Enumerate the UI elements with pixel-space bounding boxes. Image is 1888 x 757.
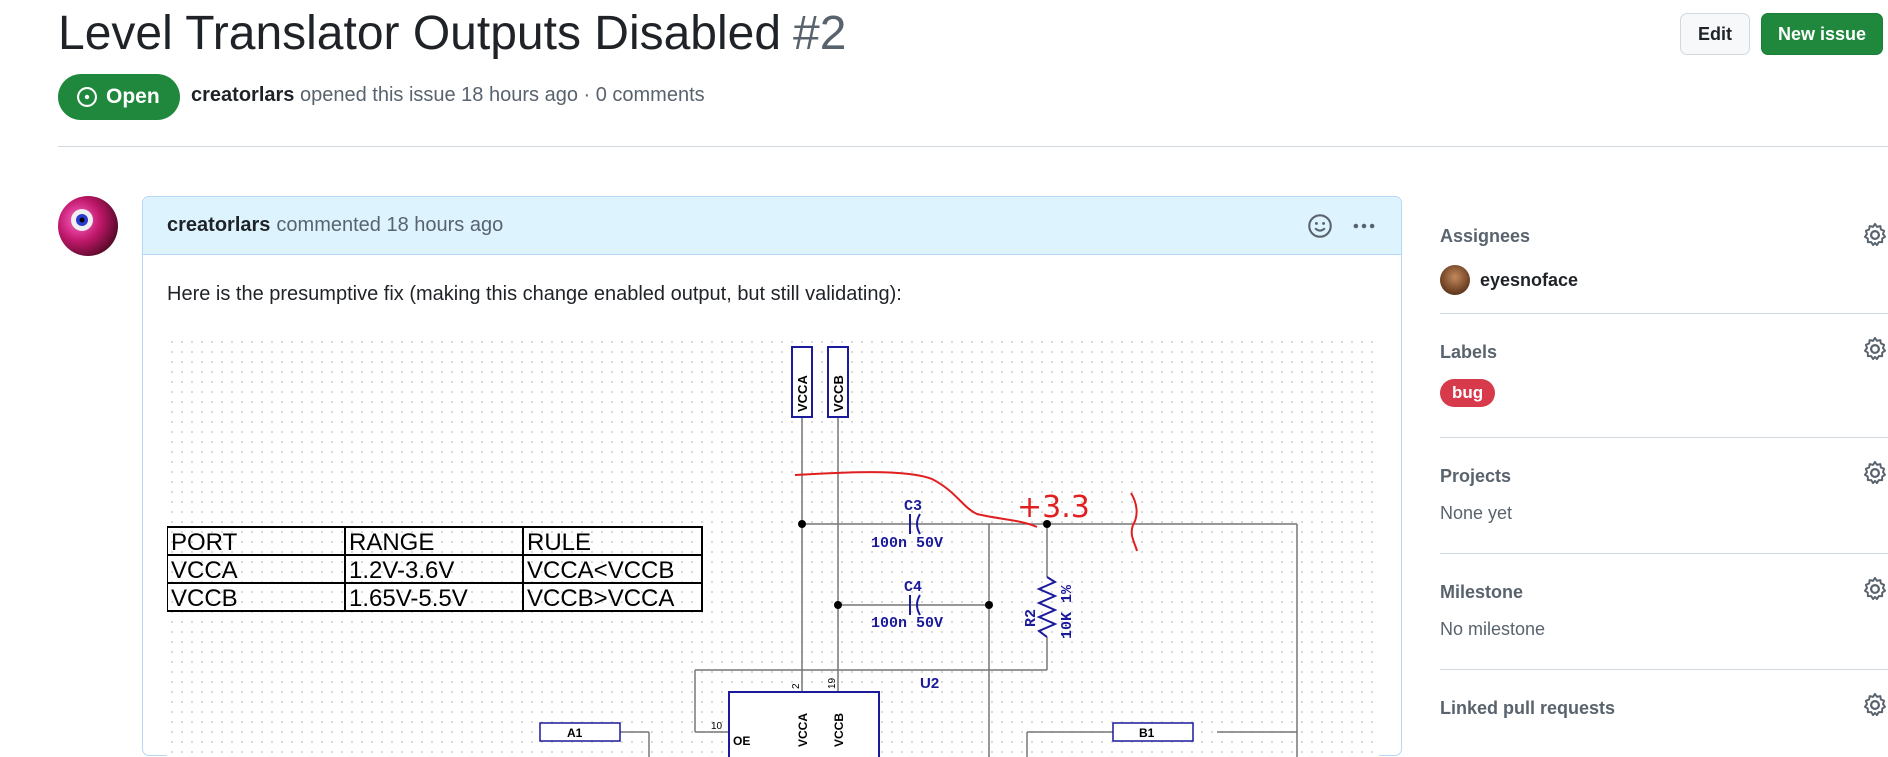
comment-header: creatorlars commented 18 hours ago <box>143 197 1401 255</box>
capacitor-symbols <box>909 513 921 616</box>
table-cell: 1.65V-5.5V <box>349 585 468 612</box>
b1-label: B1 <box>1139 726 1155 740</box>
vccb-port-label: VCCB <box>831 375 846 412</box>
resistor-r2 <box>1036 576 1058 638</box>
a1-label: A1 <box>567 726 583 740</box>
assignee-name: eyesnoface <box>1480 269 1579 290</box>
comment-author-link[interactable]: creatorlars <box>167 214 271 236</box>
projects-title: Projects <box>1440 466 1512 486</box>
vcca-port-label: VCCA <box>795 375 810 412</box>
assignee-avatar <box>1440 265 1470 295</box>
comment-body: Here is the presumptive fix (making this… <box>167 283 902 305</box>
c4-name: C4 <box>904 579 922 596</box>
projects-value: None yet <box>1440 503 1513 523</box>
table-cell: VCCB <box>171 585 238 612</box>
edit-button[interactable]: Edit <box>1680 13 1750 55</box>
comment-timestamp[interactable]: commented 18 hours ago <box>276 214 504 236</box>
milestone-title: Milestone <box>1440 582 1524 602</box>
milestone-section: Milestone No milestone <box>1440 554 1888 670</box>
new-issue-button[interactable]: New issue <box>1761 13 1883 55</box>
emoji-reaction-icon[interactable] <box>1307 213 1333 239</box>
red-annotation-mark <box>1130 492 1138 552</box>
labels-title: Labels <box>1440 342 1498 362</box>
issue-title: Level Translator Outputs Disabled#2 <box>58 4 846 64</box>
more-options-icon[interactable] <box>1351 213 1377 239</box>
assignees-title: Assignees <box>1440 226 1531 246</box>
assignees-gear-icon[interactable] <box>1862 222 1888 248</box>
r2-name: R2 <box>1023 609 1040 627</box>
vcca-port <box>791 346 813 418</box>
schematic-wires <box>620 417 1298 757</box>
u2-vcca-label: VCCA <box>796 713 810 747</box>
table-cell: VCCB>VCCA <box>527 585 674 612</box>
issue-author-link[interactable]: creatorlars <box>191 84 295 106</box>
assignee-item[interactable]: eyesnoface <box>1440 265 1888 295</box>
table-header-range: RANGE <box>349 529 434 556</box>
assignees-section: Assignees eyesnoface <box>1440 200 1888 314</box>
issue-meta: creatorlars opened this issue 18 hours a… <box>191 84 705 107</box>
issue-open-icon <box>77 87 97 107</box>
vccb-port <box>827 346 849 418</box>
junction-dots <box>798 520 1051 609</box>
linked-prs-gear-icon[interactable] <box>1862 692 1888 718</box>
issue-number: #2 <box>793 7 847 60</box>
header-divider <box>58 146 1888 147</box>
r2-value: 10K 1% <box>1059 584 1076 639</box>
u2-name: U2 <box>920 675 939 692</box>
table-cell: VCCA <box>171 557 238 584</box>
issue-state-badge: Open <box>58 74 180 120</box>
u2-pin-2: 2 <box>791 683 802 689</box>
issue-comment: creatorlars commented 18 hours ago Here … <box>142 196 1402 757</box>
labels-section: Labels bug <box>1440 314 1888 438</box>
issue-meta-text: opened this issue 18 hours ago · 0 comme… <box>294 84 705 106</box>
u2-vccb-label: VCCB <box>832 713 846 747</box>
projects-section: Projects None yet <box>1440 438 1888 554</box>
u2-pin-19: 19 <box>827 677 838 689</box>
red-annotation-stroke <box>794 471 1038 528</box>
b1-port <box>1112 722 1194 742</box>
port-range-table <box>167 526 703 612</box>
issue-sidebar: Assignees eyesnoface Labels bug Projects… <box>1440 200 1888 750</box>
table-header-rule: RULE <box>527 529 591 556</box>
issue-state-label: Open <box>106 85 160 108</box>
projects-gear-icon[interactable] <box>1862 460 1888 486</box>
labels-gear-icon[interactable] <box>1862 336 1888 362</box>
a1-port <box>539 722 621 742</box>
linked-prs-title: Linked pull requests <box>1440 698 1616 718</box>
u2-pin-10: 10 <box>711 721 723 732</box>
u2-oe-label: OE <box>733 734 750 748</box>
author-avatar[interactable] <box>58 196 118 256</box>
milestone-value: No milestone <box>1440 619 1546 639</box>
issue-title-text: Level Translator Outputs Disabled <box>58 7 782 60</box>
c4-value: 100n 50V <box>871 615 943 632</box>
milestone-gear-icon[interactable] <box>1862 576 1888 602</box>
label-bug[interactable]: bug <box>1440 379 1496 407</box>
red-annotation-text: +3.3 <box>1017 490 1090 525</box>
table-cell: VCCA<VCCB <box>527 557 674 584</box>
c3-value: 100n 50V <box>871 535 943 552</box>
table-cell: 1.2V-3.6V <box>349 557 454 584</box>
linked-prs-section: Linked pull requests <box>1440 670 1888 750</box>
c3-name: C3 <box>904 498 922 515</box>
schematic-image[interactable]: PORT RANGE RULE VCCA 1.2V-3.6V VCCA<VCCB… <box>167 337 1379 757</box>
table-header-port: PORT <box>171 529 238 556</box>
